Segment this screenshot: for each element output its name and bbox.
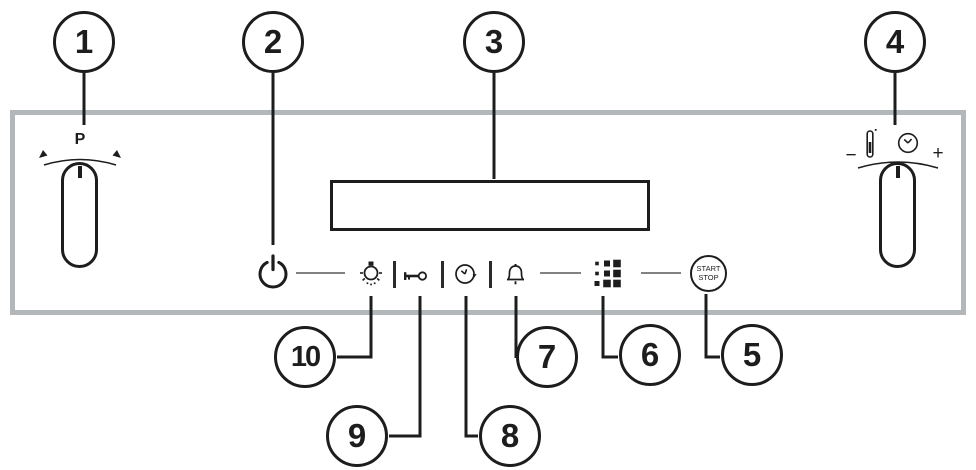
display-window <box>330 180 650 231</box>
divider <box>489 261 492 288</box>
plus-label: + <box>932 143 944 164</box>
connector-line <box>296 272 345 274</box>
callout-3: 3 <box>463 11 525 73</box>
callout-6: 6 <box>619 324 681 386</box>
knob-tick <box>895 166 900 178</box>
callout-1: 1 <box>53 11 115 73</box>
connector-line <box>641 272 681 274</box>
key-icon[interactable] <box>402 269 428 284</box>
callout-10: 10 <box>274 326 336 388</box>
callout-2: 2 <box>242 11 304 73</box>
connector-line <box>540 272 581 274</box>
leader-8 <box>464 296 478 438</box>
timer-clock-icon[interactable] <box>453 262 477 286</box>
program-knob[interactable] <box>61 162 98 268</box>
callout-5: 5 <box>721 324 783 386</box>
clock-icon <box>896 131 920 155</box>
callout-8: 8 <box>479 405 541 467</box>
keypad-dots-icon[interactable] <box>592 259 624 291</box>
knob-tick <box>77 166 82 178</box>
temperature-time-knob[interactable] <box>879 162 916 268</box>
divider <box>441 261 444 288</box>
light-bulb-icon[interactable] <box>358 259 384 289</box>
thermometer-icon <box>864 128 878 162</box>
callout-4: 4 <box>864 11 926 73</box>
bell-icon[interactable] <box>504 262 527 287</box>
callout-9: 9 <box>326 405 388 467</box>
leader-9 <box>389 296 422 438</box>
divider <box>393 261 396 288</box>
start-stop-button[interactable]: START STOP <box>690 255 727 292</box>
minus-label: − <box>845 145 857 166</box>
stop-label: STOP <box>698 272 719 282</box>
program-knob-label: P <box>74 131 86 148</box>
start-label: START <box>696 264 721 273</box>
power-icon[interactable] <box>256 253 290 291</box>
callout-7: 7 <box>516 326 578 388</box>
